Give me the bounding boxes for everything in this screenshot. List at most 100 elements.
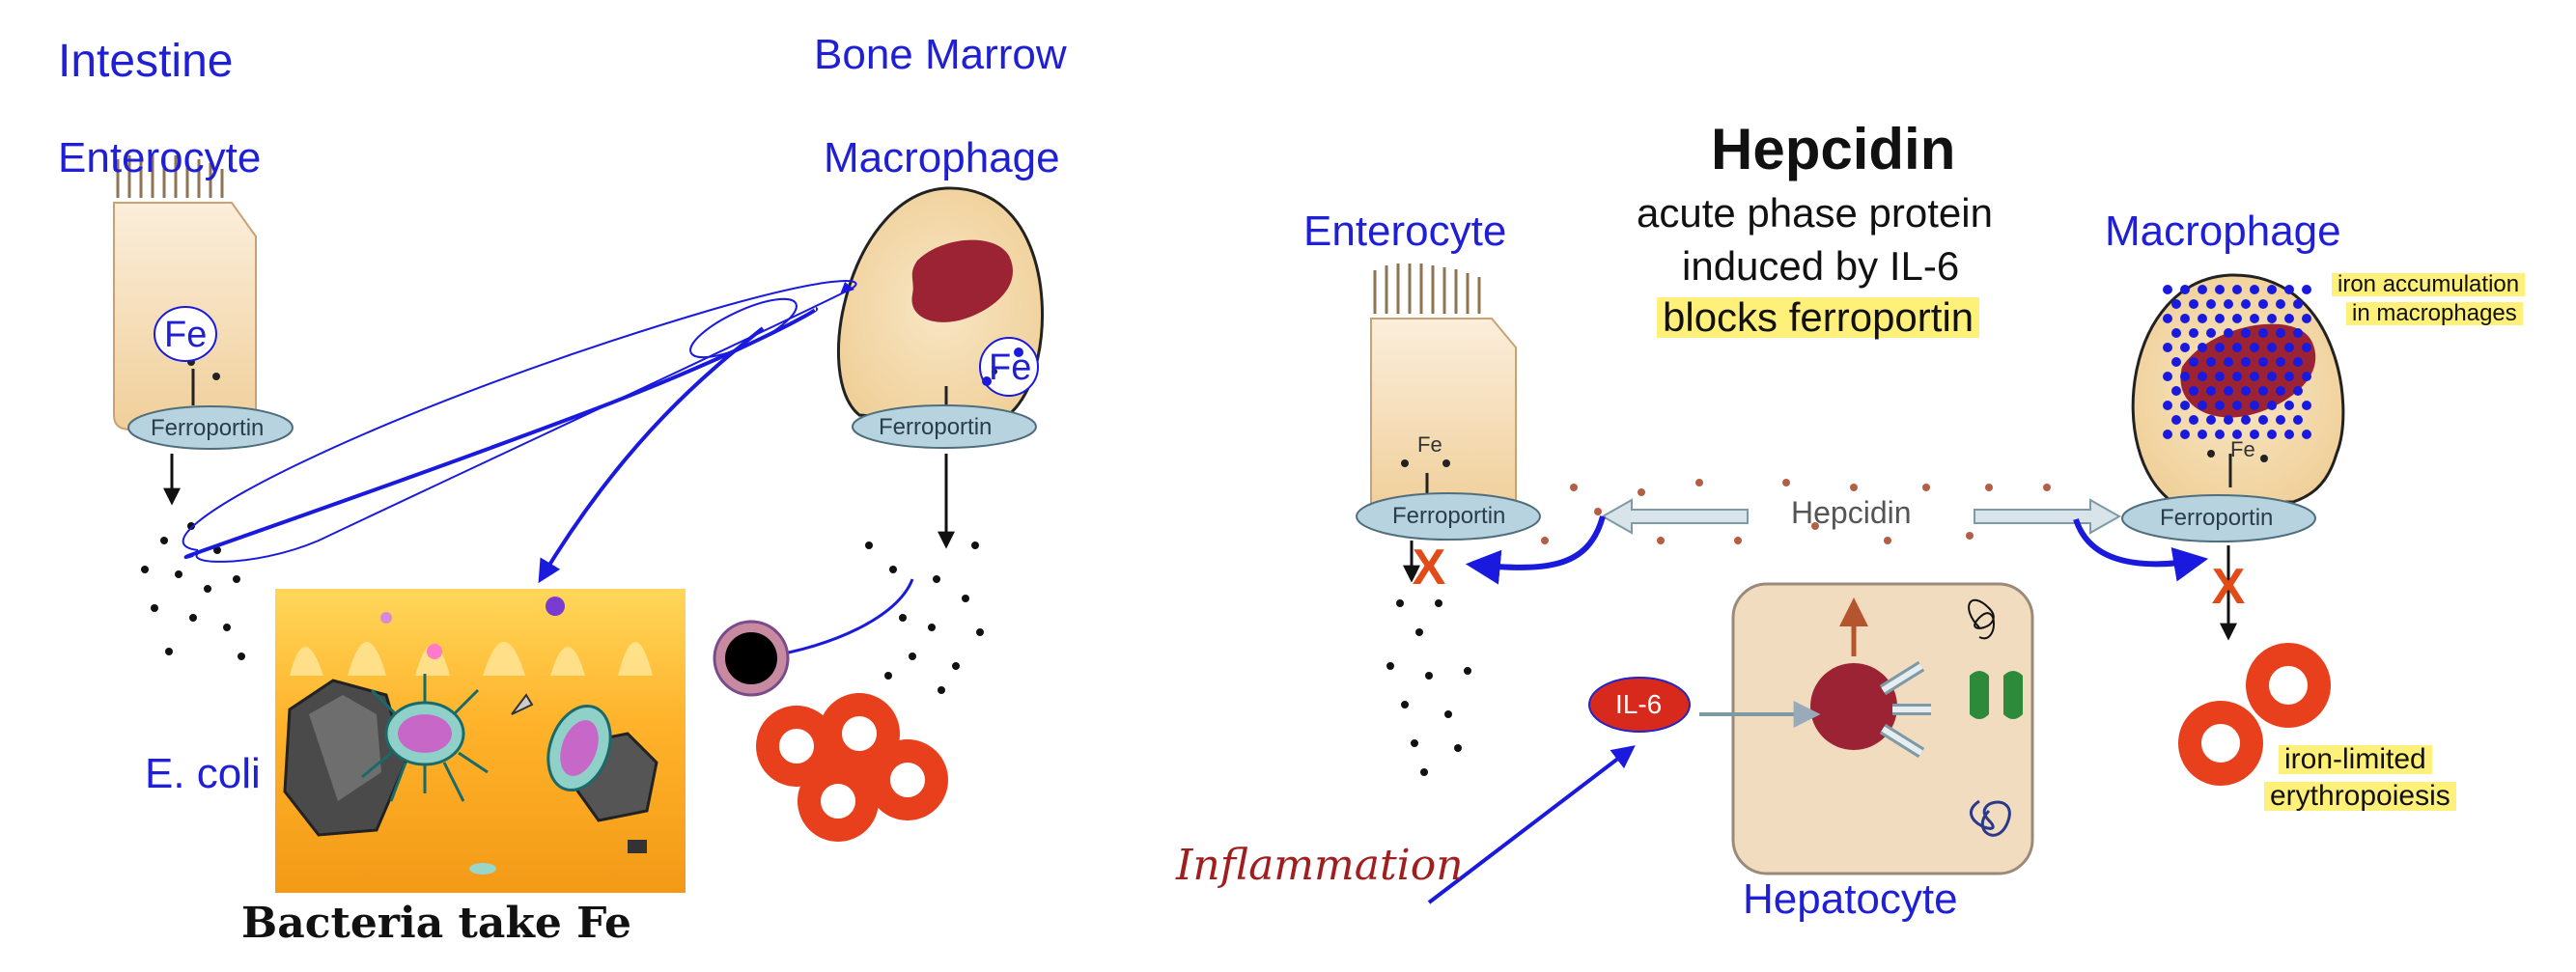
iron-dot (2215, 372, 2225, 381)
block-x-macrophage: X (2212, 559, 2246, 615)
iron-dot (2198, 285, 2207, 294)
iron-dot (2180, 285, 2190, 294)
iron-dot (2302, 372, 2311, 381)
iron-dot (2258, 357, 2268, 367)
iron-dot (2180, 314, 2190, 323)
iron-dot (2293, 299, 2303, 309)
ferroportin-right-enterocyte (1356, 492, 1541, 541)
iron-dot (2258, 415, 2268, 425)
iron-dot (2215, 285, 2225, 294)
arrow-to-bacteria (538, 326, 765, 584)
iron-dot (2293, 357, 2303, 367)
iron-dot (2215, 343, 2225, 352)
hepatocyte (1731, 582, 2034, 875)
il6-badge (1588, 677, 1691, 733)
block-x-enterocyte: X (1413, 540, 1446, 596)
bacteria-caption: Bacteria take Fe (241, 899, 631, 948)
iron-dot (2258, 386, 2268, 396)
fe-small-macrophage: Fe (2230, 437, 2255, 461)
iron-dot (2250, 401, 2259, 410)
iron-dot (2224, 386, 2233, 396)
enterocyte-right (1370, 264, 1517, 513)
iron-dot (2232, 285, 2242, 294)
iron-dot (2163, 314, 2172, 323)
iron-dot (2276, 386, 2285, 396)
iron-dot (2241, 415, 2251, 425)
iron-dot (2302, 430, 2311, 439)
iron-dot (2180, 343, 2190, 352)
iron-dot (2163, 285, 2172, 294)
iron-dot (2163, 401, 2172, 410)
macrophage-label-left: Macrophage (824, 134, 1060, 181)
iron-dots-right (1386, 599, 1471, 776)
iron-dot (2189, 386, 2198, 396)
iron-dot (2293, 328, 2303, 338)
svg-text:X: X (1413, 540, 1446, 596)
iron-dot (2198, 430, 2207, 439)
rbc-cluster-left (756, 693, 948, 842)
iron-accumulation-dots (2163, 285, 2311, 439)
iron-dot (2232, 430, 2242, 439)
iron-dot (2215, 401, 2225, 410)
iron-dot (2302, 314, 2311, 323)
iron-dot (2276, 415, 2285, 425)
svg-text:X: X (2212, 559, 2246, 615)
hepatocyte-label: Hepatocyte (1743, 875, 1958, 923)
iron-dot (2198, 314, 2207, 323)
iron-dot (2232, 314, 2242, 323)
iron-dot (2180, 430, 2190, 439)
hepcidin-subtitle-1: acute phase protein (1637, 190, 1993, 236)
intestine-label: Intestine (58, 36, 234, 87)
bone-marrow-label: Bone Marrow (814, 31, 1067, 78)
iron-dots-macrophage (865, 542, 984, 694)
iron-dot (2206, 328, 2216, 338)
ferroportin-label-macrophage: Ferroportin (879, 414, 993, 440)
iron-limited-line1: iron-limited (2279, 745, 2432, 774)
macrophage-label-right: Macrophage (2105, 208, 2341, 255)
iron-dot (2284, 285, 2294, 294)
iron-dot (2206, 415, 2216, 425)
iron-dot (2302, 285, 2311, 294)
iron-dot (2163, 430, 2172, 439)
arrow-to-erythroblast (764, 578, 914, 663)
iron-dot (2258, 328, 2268, 338)
iron-dot (2293, 386, 2303, 396)
erythroblast-left (713, 620, 790, 697)
fe-label-macrophage: Fe (989, 347, 1032, 388)
enterocyte-label-right: Enterocyte (1303, 208, 1507, 255)
hepcidin-arrow-left (1600, 498, 1749, 535)
hepcidin-title: Hepcidin (1711, 117, 1956, 181)
iron-dot (2250, 343, 2259, 352)
rbc-cluster-right (2178, 643, 2331, 786)
iron-dot (2284, 372, 2294, 381)
iron-dot (2293, 415, 2303, 425)
iron-dot (2241, 299, 2251, 309)
iron-dot (2171, 299, 2181, 309)
fe-label-enterocyte: Fe (164, 315, 208, 355)
ecoli-label: E. coli (145, 750, 261, 797)
iron-dot (2198, 372, 2207, 381)
iron-dot (2284, 401, 2294, 410)
iron-accumulation-line2: in macrophages (2346, 302, 2523, 325)
iron-dot (2232, 343, 2242, 352)
iron-dot (2171, 386, 2181, 396)
iron-dot (2276, 299, 2285, 309)
iron-dot (2276, 357, 2285, 367)
iron-dot (2198, 401, 2207, 410)
iron-dot (2241, 328, 2251, 338)
iron-dot (2267, 285, 2277, 294)
hepcidin-subtitle-3: blocks ferroportin (1657, 297, 1980, 338)
iron-dot (2267, 401, 2277, 410)
ferroportin-macrophage-left (852, 404, 1037, 449)
ferroportin-left (127, 405, 294, 450)
hepcidin-label: Hepcidin (1791, 495, 1912, 530)
iron-dot (2302, 401, 2311, 410)
ferroportin-label-right-macrophage: Ferroportin (2160, 505, 2274, 531)
iron-dot (2189, 299, 2198, 309)
iron-dot (2241, 357, 2251, 367)
ferroportin-label-enterocyte: Ferroportin (151, 415, 265, 441)
inflammation-arrow (1427, 745, 1636, 904)
iron-dot (2206, 357, 2216, 367)
